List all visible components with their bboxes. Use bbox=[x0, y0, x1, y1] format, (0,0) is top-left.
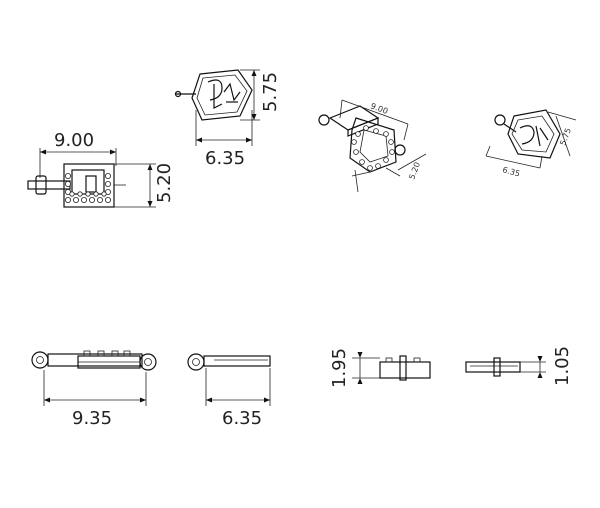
pave-stone bbox=[351, 139, 357, 145]
end-right-height-label: 1.05 bbox=[552, 346, 573, 386]
pave-stone bbox=[355, 131, 361, 137]
pave-stone bbox=[105, 172, 112, 179]
pave-stone bbox=[93, 191, 99, 197]
pave-stone bbox=[65, 180, 72, 187]
pave-stone bbox=[65, 196, 72, 203]
hex-front-width-label: 6.35 bbox=[205, 148, 245, 169]
front-view-clasp: 9.00 5.20 bbox=[27, 130, 175, 208]
hex-front-height-label: 5.75 bbox=[260, 72, 281, 112]
pave-stone bbox=[81, 196, 88, 203]
side-long-view: 9.35 bbox=[31, 350, 157, 429]
pave-stone bbox=[97, 196, 104, 203]
pave-stone bbox=[388, 139, 394, 145]
pave-stone bbox=[105, 180, 112, 187]
side-long-width-label: 9.35 bbox=[72, 408, 112, 429]
end-left-height-label: 1.95 bbox=[329, 348, 350, 388]
end-left-view: 1.95 bbox=[329, 348, 431, 388]
pave-stone bbox=[383, 157, 389, 163]
pave-stone bbox=[367, 165, 373, 171]
side-short-width-label: 6.35 bbox=[222, 408, 262, 429]
pave-stone bbox=[383, 131, 389, 137]
iso-hex-view: 6.35 5.75 bbox=[485, 109, 577, 179]
front-width-label: 9.00 bbox=[54, 130, 94, 151]
pave-stone bbox=[363, 125, 369, 131]
pave-stone bbox=[359, 159, 365, 165]
front-height-label: 5.20 bbox=[154, 163, 175, 203]
iso-height-label: 5.20 bbox=[407, 161, 422, 181]
pave-stone bbox=[85, 191, 91, 197]
pave-stone bbox=[65, 172, 72, 179]
pave-stone bbox=[105, 196, 112, 203]
hex-front-view: 6.35 5.75 bbox=[174, 69, 281, 169]
end-right-view: 1.05 bbox=[465, 346, 573, 386]
front-pave-stones bbox=[65, 172, 112, 203]
side-short-view: 6.35 bbox=[187, 353, 271, 429]
pave-stone bbox=[353, 149, 359, 155]
pave-stone bbox=[101, 191, 107, 197]
iso-pave-stones bbox=[351, 125, 395, 171]
pave-stone bbox=[389, 149, 395, 155]
pave-stone bbox=[89, 196, 96, 203]
pave-stone bbox=[375, 163, 381, 169]
iso-clasp-view: 9.00 5.20 bbox=[318, 99, 427, 193]
pave-stone bbox=[77, 191, 83, 197]
pave-stone bbox=[69, 191, 75, 197]
pave-stone bbox=[373, 128, 379, 134]
iso-hex-width-label: 6.35 bbox=[501, 165, 521, 178]
pave-stone bbox=[73, 196, 80, 203]
